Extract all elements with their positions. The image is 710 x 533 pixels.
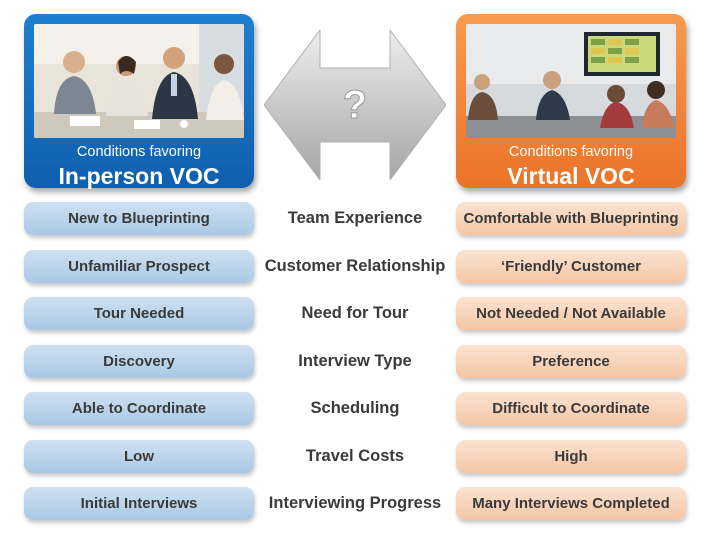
in-person-condition: Initial Interviews bbox=[24, 487, 254, 520]
left-card-caption-title: In-person VOC bbox=[58, 163, 220, 189]
criterion-label: Team Experience bbox=[287, 209, 423, 227]
virtual-condition: ‘Friendly’ Customer bbox=[456, 250, 686, 283]
virtual-condition: Many Interviews Completed bbox=[456, 487, 686, 520]
left-card-caption-line1: Conditions favoring bbox=[76, 144, 202, 160]
virtual-condition: Not Needed / Not Available bbox=[456, 297, 686, 330]
in-person-voc-card: Conditions favoring In-person VOC bbox=[24, 14, 254, 189]
in-person-condition: Low bbox=[24, 440, 254, 473]
criterion-label: Scheduling bbox=[310, 399, 400, 417]
video-conference-photo bbox=[466, 24, 676, 138]
in-person-condition: Tour Needed bbox=[24, 297, 254, 330]
virtual-condition: Preference bbox=[456, 345, 686, 378]
virtual-condition: High bbox=[456, 440, 686, 473]
double-arrow-icon: ? bbox=[263, 28, 447, 182]
in-person-condition: Able to Coordinate bbox=[24, 392, 254, 425]
in-person-condition: Discovery bbox=[24, 345, 254, 378]
right-card-caption-title: Virtual VOC bbox=[507, 163, 635, 189]
virtual-condition: Comfortable with Blueprinting bbox=[456, 202, 686, 235]
criterion-label: Customer Relationship bbox=[264, 257, 446, 275]
question-mark: ? bbox=[343, 83, 367, 127]
in-person-condition: Unfamiliar Prospect bbox=[24, 250, 254, 283]
in-person-condition: New to Blueprinting bbox=[24, 202, 254, 235]
in-person-meeting-photo bbox=[34, 24, 244, 138]
virtual-voc-card: Conditions favoring Virtual VOC bbox=[456, 14, 686, 189]
right-card-caption-line1: Conditions favoring bbox=[508, 144, 634, 160]
criterion-label: Interview Type bbox=[298, 352, 412, 370]
criterion-label: Interviewing Progress bbox=[268, 494, 442, 512]
criterion-label: Need for Tour bbox=[301, 304, 409, 322]
criterion-label: Travel Costs bbox=[305, 447, 405, 465]
virtual-condition: Difficult to Coordinate bbox=[456, 392, 686, 425]
